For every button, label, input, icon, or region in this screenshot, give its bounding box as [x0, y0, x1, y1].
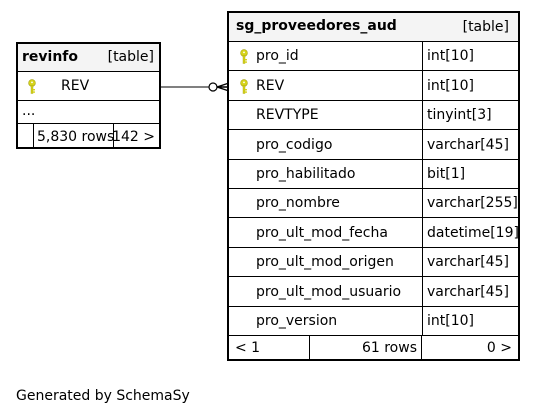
- table-name: revinfo: [22, 49, 78, 65]
- generated-by-label: Generated by SchemaSy: [16, 388, 190, 404]
- column-name: REV: [61, 78, 90, 94]
- table-name: sg_proveedores_aud: [236, 18, 397, 34]
- parents-count: < 1: [235, 340, 261, 356]
- column-type-cell: varchar[45]: [422, 247, 520, 277]
- column-type-cell: varchar[255]: [422, 188, 520, 218]
- children-count: 142 >: [113, 129, 155, 145]
- column-name: pro_codigo: [256, 136, 333, 153]
- column-type-cell: int[10]: [422, 41, 520, 71]
- column-type: bit[1]: [427, 166, 466, 182]
- revinfo-footer-children[interactable]: 142 >: [113, 123, 161, 149]
- column-type-cell: datetime[19]: [422, 217, 520, 248]
- row-count: 5,830 rows: [37, 129, 114, 145]
- column-name: pro_ult_mod_origen: [256, 254, 394, 270]
- aud-footer-left[interactable]: < 1: [227, 335, 310, 361]
- ellipsis-text: ...: [22, 103, 36, 119]
- revinfo-footer-left: [16, 123, 34, 149]
- column-type: int[10]: [427, 313, 474, 329]
- column-type-cell: varchar[45]: [422, 276, 520, 307]
- column-name-cell: pro_ult_mod_usuario: [227, 276, 423, 307]
- column-type-cell: varchar[45]: [422, 129, 520, 160]
- column-name: pro_ult_mod_fecha: [256, 224, 388, 241]
- column-type: varchar[45]: [427, 136, 509, 153]
- column-name: pro_nombre: [256, 195, 340, 211]
- column-type-cell: bit[1]: [422, 159, 520, 189]
- column-name-cell: pro_habilitado: [227, 159, 423, 189]
- key-icon: [28, 79, 36, 94]
- aud-footer-children[interactable]: 0 >: [421, 335, 520, 361]
- aud-footer-rows: 61 rows: [309, 335, 422, 361]
- column-type: varchar[45]: [427, 283, 509, 300]
- column-name-cell: pro_id: [227, 41, 423, 71]
- table-kind-label: [table]: [462, 19, 509, 35]
- column-name: pro_ult_mod_usuario: [256, 283, 402, 300]
- revinfo-column-rev: REV: [16, 71, 161, 101]
- column-type: datetime[19]: [427, 224, 519, 241]
- column-type: tinyint[3]: [427, 107, 492, 123]
- column-type: varchar[255]: [427, 195, 518, 211]
- column-type-cell: int[10]: [422, 306, 520, 336]
- column-name-cell: REVTYPE: [227, 100, 423, 130]
- column-type-cell: int[10]: [422, 70, 520, 101]
- revinfo-header: revinfo [table]: [16, 42, 161, 72]
- zero-cardinality-circle: [208, 82, 218, 92]
- revinfo-ellipsis-row: ...: [16, 100, 161, 124]
- column-name-cell: pro_nombre: [227, 188, 423, 218]
- row-count: 61 rows: [361, 340, 417, 356]
- column-name-cell: REV: [227, 70, 423, 101]
- column-name: pro_habilitado: [256, 166, 356, 182]
- column-name-cell: pro_version: [227, 306, 423, 336]
- column-name: pro_version: [256, 313, 338, 329]
- column-name: pro_id: [256, 48, 299, 64]
- column-name-cell: pro_codigo: [227, 129, 423, 160]
- column-name: REV: [256, 77, 285, 94]
- key-icon: [240, 79, 248, 94]
- column-name: REVTYPE: [256, 107, 319, 123]
- revinfo-table[interactable]: revinfo [table] REV ... 5,830 rows 142 >: [16, 42, 161, 149]
- revinfo-footer-rows: 5,830 rows: [33, 123, 114, 149]
- children-count: 0 >: [486, 340, 512, 356]
- column-type: varchar[45]: [427, 254, 509, 270]
- column-name-cell: pro_ult_mod_fecha: [227, 217, 423, 248]
- table-kind-label: [table]: [107, 49, 154, 65]
- column-type-cell: tinyint[3]: [422, 100, 520, 130]
- column-type: int[10]: [427, 77, 474, 94]
- column-type: int[10]: [427, 48, 474, 64]
- sg-proveedores-aud-table[interactable]: sg_proveedores_aud [table] pro_id int[10]…: [227, 11, 520, 361]
- column-name-cell: pro_ult_mod_origen: [227, 247, 423, 277]
- aud-table-header: sg_proveedores_aud [table]: [227, 11, 520, 42]
- key-icon: [240, 49, 248, 64]
